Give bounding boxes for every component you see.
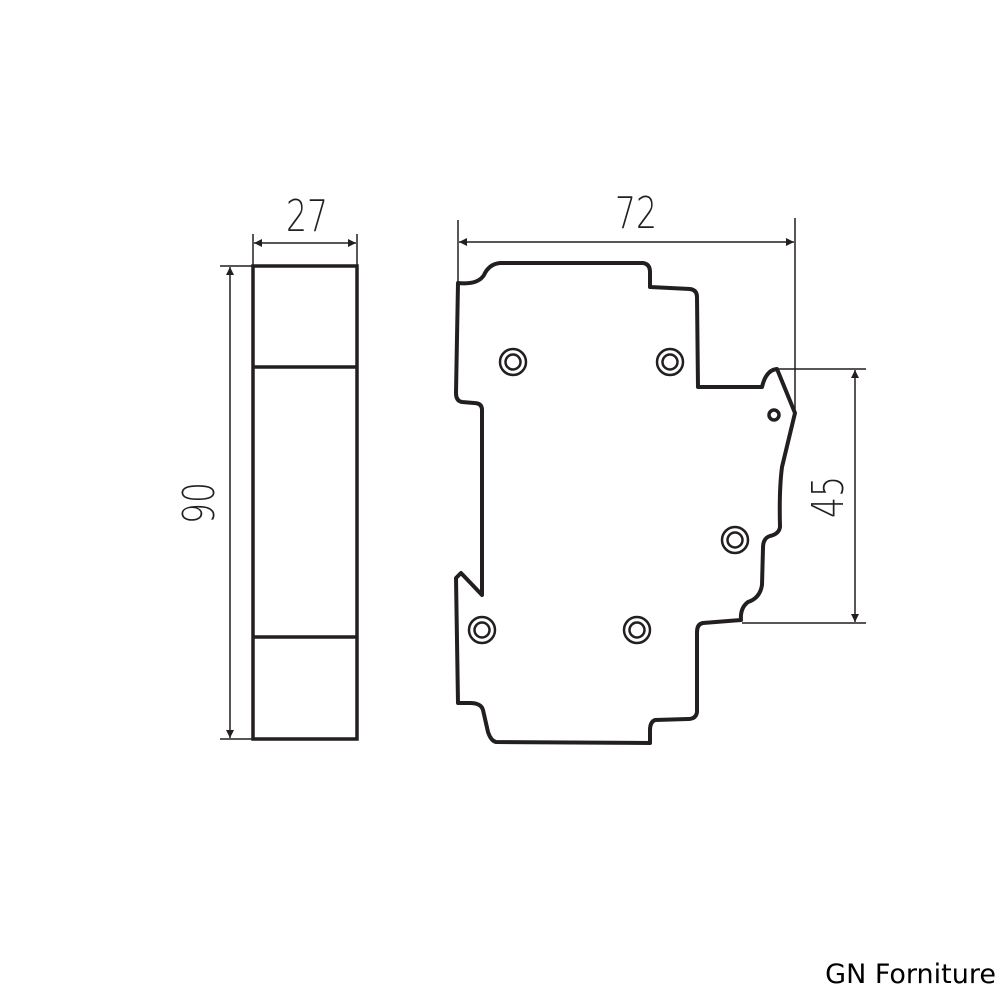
screw-icon — [498, 347, 528, 377]
screw-icon — [622, 615, 652, 645]
screw-icon — [655, 347, 685, 377]
screw-terminals — [467, 347, 750, 645]
front-view-outline — [454, 261, 797, 745]
watermark: GN Forniture — [825, 959, 996, 990]
dimension-72-label: 72 — [615, 188, 657, 239]
side-view-outline — [251, 264, 359, 741]
dimension-45-label: 45 — [803, 476, 854, 518]
dimension-90 — [220, 265, 253, 740]
screw-icon — [720, 525, 750, 555]
screw-icon — [467, 615, 497, 645]
side-view — [251, 264, 359, 741]
dimension-27 — [252, 234, 358, 266]
front-view — [454, 261, 797, 745]
dimension-72 — [457, 218, 796, 412]
dimension-27-label: 27 — [286, 191, 328, 242]
dimension-90-label: 90 — [174, 482, 225, 524]
dimension-45 — [742, 368, 866, 624]
indicator-dot — [767, 408, 781, 422]
